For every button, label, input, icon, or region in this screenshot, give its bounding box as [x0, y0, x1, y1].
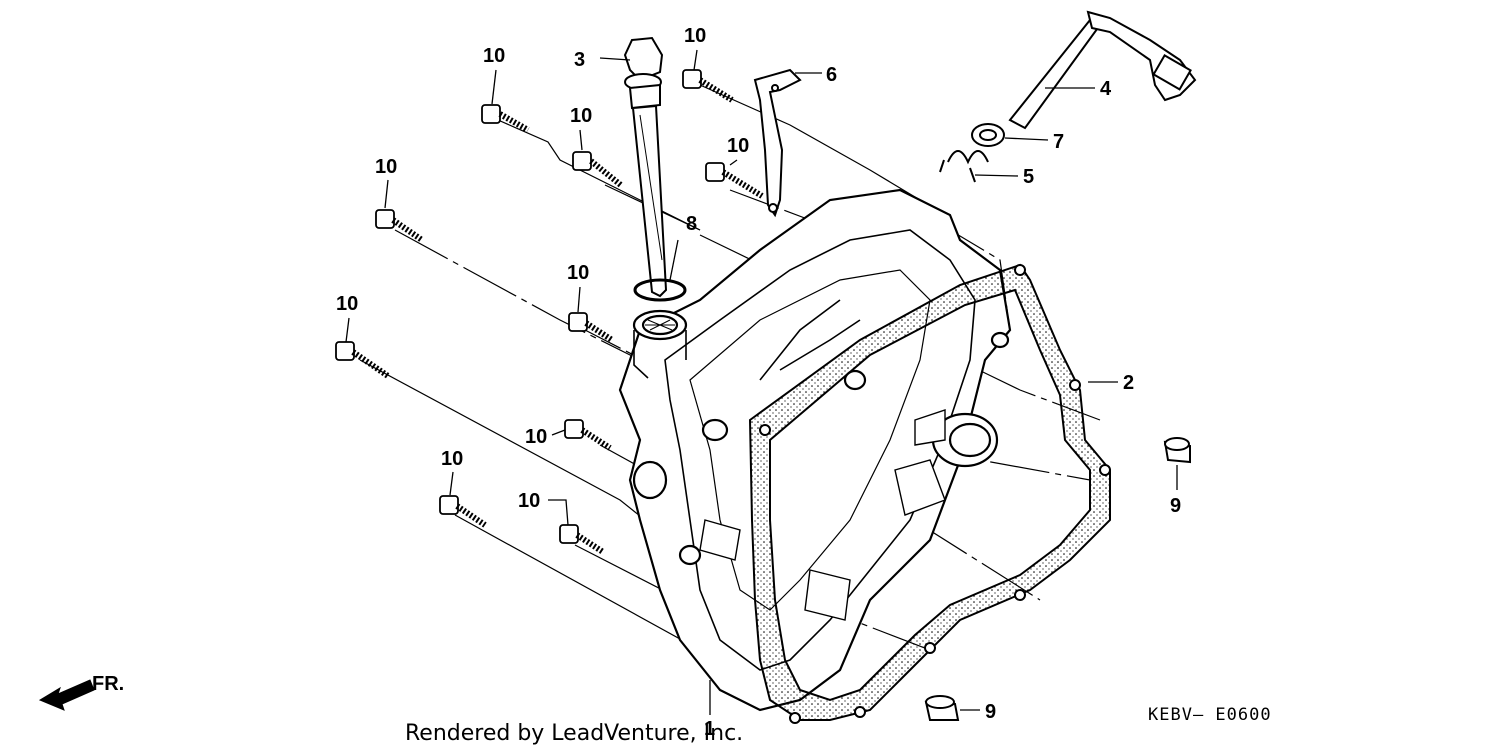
- oil-seal: [971, 123, 1005, 147]
- bolt-2: [572, 151, 624, 189]
- label-part-5: 5: [1023, 166, 1034, 188]
- label-part-6: 6: [826, 64, 837, 86]
- bolt-8: [564, 419, 612, 451]
- label-bolt-8: 10: [525, 426, 547, 448]
- footer-credit: Rendered by LeadVenture, Inc.: [405, 721, 743, 746]
- label-part-9-lower: 9: [985, 701, 996, 723]
- gasket: [748, 263, 1111, 724]
- label-part-8: 8: [686, 213, 697, 235]
- label-bolt-6: 10: [567, 262, 589, 284]
- dowel-pin-lower: [924, 695, 960, 721]
- gearshift-spindle: [1008, 10, 1197, 130]
- bolt-5: [375, 209, 424, 243]
- bolt-7: [335, 341, 390, 379]
- bolts: [335, 69, 764, 555]
- label-part-2: 2: [1123, 372, 1134, 394]
- diagram-code: KEBV— E0600: [1148, 705, 1272, 725]
- label-bolt-2: 10: [570, 105, 592, 127]
- part-labels: 3 6 4 7 5 8 2 9 9 1 10 10 10 10 10 10 10…: [336, 25, 1181, 740]
- crankcase-cover: [618, 188, 1012, 712]
- bolt-3: [682, 69, 734, 103]
- label-part-3: 3: [574, 49, 585, 71]
- label-bolt-1: 10: [483, 45, 505, 67]
- label-bolt-10: 10: [518, 490, 540, 512]
- label-bolt-9: 10: [441, 448, 463, 470]
- dipstick: [623, 36, 668, 298]
- bracket: [753, 68, 802, 218]
- label-bolt-7: 10: [336, 293, 358, 315]
- label-bolt-5: 10: [375, 156, 397, 178]
- return-spring: [939, 150, 989, 183]
- front-label: FR.: [92, 673, 124, 695]
- bolt-6: [568, 312, 614, 343]
- front-direction-indicator: FR.: [38, 673, 124, 711]
- bolt-1: [481, 104, 530, 133]
- label-part-4: 4: [1100, 78, 1112, 100]
- label-part-7: 7: [1053, 131, 1064, 153]
- front-arrow-icon: [38, 679, 95, 711]
- dowel-pin-upper: [1163, 437, 1191, 464]
- bolt-10: [559, 524, 605, 555]
- bolt-4: [705, 162, 764, 199]
- label-part-9-upper: 9: [1170, 495, 1181, 517]
- label-bolt-3: 10: [684, 25, 706, 47]
- label-bolt-4: 10: [727, 135, 749, 157]
- bolt-9: [439, 495, 487, 528]
- leader-lines: [345, 49, 1178, 715]
- o-ring: [633, 278, 687, 302]
- label-part-1: 1: [704, 718, 715, 740]
